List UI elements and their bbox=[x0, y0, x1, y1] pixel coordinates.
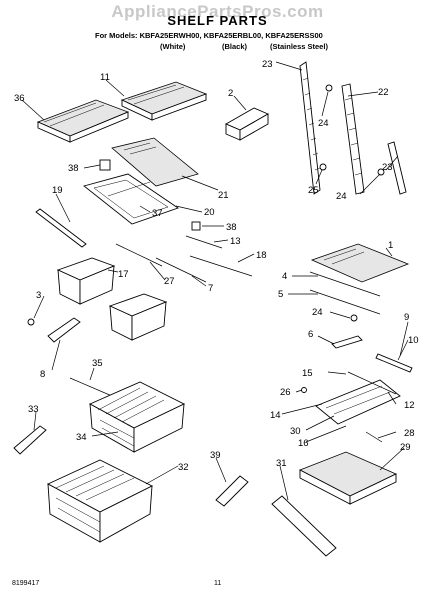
callout-3: 3 bbox=[36, 290, 41, 301]
bracket-6[interactable] bbox=[331, 335, 363, 349]
callout-29: 29 bbox=[400, 442, 411, 453]
tray-29[interactable] bbox=[299, 451, 397, 505]
callout-20: 20 bbox=[204, 207, 215, 218]
variant-stainless: (Stainless Steel) bbox=[270, 42, 328, 51]
assembly-12-16[interactable] bbox=[315, 371, 401, 425]
rail-23[interactable] bbox=[299, 61, 333, 195]
variant-black: (Black) bbox=[222, 42, 248, 51]
callout-numbers: 36 11 2 23 22 24 38 21 19 37 20 38 13 18… bbox=[14, 59, 419, 473]
clip-38[interactable] bbox=[99, 159, 111, 171]
callout-22: 22 bbox=[378, 87, 389, 98]
screw-3[interactable] bbox=[27, 318, 35, 326]
callout-19: 19 bbox=[52, 185, 63, 196]
callout-4: 4 bbox=[282, 271, 287, 282]
doc-number: 8199417 bbox=[12, 580, 40, 587]
rod-7[interactable] bbox=[155, 257, 207, 283]
callout-14: 14 bbox=[270, 410, 281, 421]
callout-24c: 24 bbox=[312, 307, 323, 318]
callout-37: 37 bbox=[152, 208, 163, 219]
callout-8: 8 bbox=[40, 369, 45, 380]
rod-27[interactable] bbox=[115, 243, 163, 267]
callout-9: 9 bbox=[404, 312, 409, 323]
rod-18[interactable] bbox=[189, 255, 253, 277]
callout-24: 24 bbox=[318, 118, 329, 129]
callout-34: 34 bbox=[76, 432, 87, 443]
callout-18: 18 bbox=[256, 250, 267, 261]
page-number: 11 bbox=[214, 580, 222, 587]
basket-34[interactable] bbox=[88, 381, 186, 453]
basket-32[interactable] bbox=[46, 459, 154, 543]
rod-5[interactable] bbox=[309, 289, 381, 315]
page-title: SHELF PARTS bbox=[167, 13, 268, 28]
part-28[interactable] bbox=[365, 431, 383, 443]
models-line: For Models: KBFA25ERWH00, KBFA25ERBL00, … bbox=[95, 31, 323, 40]
drawer-17b[interactable] bbox=[108, 293, 168, 341]
callout-36: 36 bbox=[14, 93, 25, 104]
callout-6: 6 bbox=[308, 329, 313, 340]
bracket-10[interactable] bbox=[375, 353, 413, 373]
callout-25: 25 bbox=[308, 185, 319, 196]
callout-39: 39 bbox=[210, 450, 221, 461]
callout-30: 30 bbox=[290, 426, 301, 437]
clip-38b[interactable] bbox=[191, 221, 201, 231]
rail-23-lower[interactable] bbox=[319, 141, 407, 195]
frame-20[interactable] bbox=[83, 173, 179, 225]
callout-17: 17 bbox=[118, 269, 129, 280]
callout-27: 27 bbox=[164, 276, 175, 287]
callout-23: 23 bbox=[262, 59, 273, 70]
callout-1: 1 bbox=[388, 240, 393, 251]
callout-16: 16 bbox=[298, 438, 309, 449]
bracket-33[interactable] bbox=[13, 425, 47, 455]
drawer-17a[interactable] bbox=[56, 257, 116, 305]
callout-10: 10 bbox=[408, 335, 419, 346]
callout-12: 12 bbox=[404, 400, 415, 411]
screw-26[interactable] bbox=[301, 387, 307, 393]
rail-22[interactable] bbox=[341, 83, 365, 195]
callout-26: 26 bbox=[280, 387, 291, 398]
callout-32: 32 bbox=[178, 462, 189, 473]
callout-21: 21 bbox=[218, 190, 229, 201]
shelf-36[interactable] bbox=[36, 99, 130, 143]
callout-11: 11 bbox=[100, 72, 110, 83]
watermark: AppliancePartsPros.com bbox=[111, 2, 324, 21]
bracket-8[interactable] bbox=[47, 317, 81, 343]
variant-white: (White) bbox=[160, 42, 186, 51]
rod-19[interactable] bbox=[35, 208, 87, 248]
callout-7: 7 bbox=[208, 283, 213, 294]
callout-28: 28 bbox=[404, 428, 415, 439]
shelf-11[interactable] bbox=[120, 81, 208, 121]
glass-1[interactable] bbox=[310, 243, 410, 283]
callout-31: 31 bbox=[276, 458, 287, 469]
callout-15: 15 bbox=[302, 368, 313, 379]
screw-24c[interactable] bbox=[350, 314, 358, 322]
callout-2: 2 bbox=[228, 88, 233, 99]
panel-31[interactable] bbox=[271, 495, 337, 557]
callout-5: 5 bbox=[278, 289, 283, 300]
callout-35: 35 bbox=[92, 358, 103, 369]
callout-24b: 24 bbox=[336, 191, 347, 202]
callout-13: 13 bbox=[230, 236, 241, 247]
rod-13[interactable] bbox=[185, 235, 223, 249]
glass-21[interactable] bbox=[111, 137, 199, 187]
callout-23b: 23 bbox=[382, 162, 393, 173]
callout-38b: 38 bbox=[226, 222, 237, 233]
handle-39[interactable] bbox=[215, 475, 249, 507]
callout-38: 38 bbox=[68, 163, 79, 174]
rod-4[interactable] bbox=[309, 271, 381, 297]
callout-33: 33 bbox=[28, 404, 39, 415]
rod-35[interactable] bbox=[69, 377, 113, 397]
bin-2[interactable] bbox=[224, 107, 270, 141]
leader-lines bbox=[21, 61, 409, 501]
